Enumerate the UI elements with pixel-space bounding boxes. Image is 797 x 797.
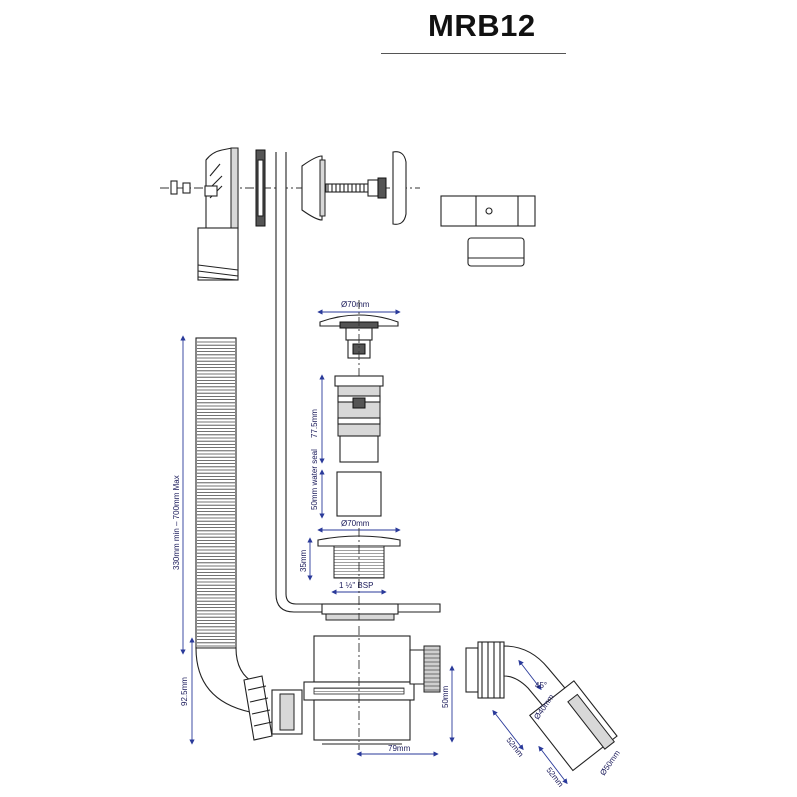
overflow-cover	[301, 151, 407, 225]
dim-trap-height: 92.5mm	[180, 677, 189, 706]
dim-thread: 1 ½" BSP	[339, 581, 373, 590]
dim-outlet-height: 50mm	[441, 685, 450, 708]
dim-angle: 45°	[535, 681, 547, 690]
overflow-gasket	[255, 149, 266, 227]
title-underline	[381, 53, 566, 54]
overflow-body	[197, 147, 239, 281]
dim-outlet-offset: 79mm	[388, 744, 411, 753]
popup-plug-cap: Ø70mm	[317, 300, 401, 378]
dim-outlet-dia: Ø50mm	[598, 748, 622, 777]
overflow-screw-parts	[170, 180, 191, 195]
hose-connector-nut	[243, 675, 303, 741]
dim-elbow-len-a: 52mm	[504, 736, 525, 759]
dim-hose-length: 330mm min – 700mm Max	[172, 475, 181, 570]
spare-plug-housing	[440, 195, 536, 267]
standpipe: 77.5mm	[310, 374, 384, 464]
waste-flange: Ø70mm 35mm 1 ½" BSP	[299, 519, 401, 621]
dim-lower-flange-dia: Ø70mm	[341, 519, 370, 528]
model-title: MRB12	[428, 8, 536, 43]
dim-water-seal: 50mm water seal	[310, 449, 319, 510]
dim-standpipe-height: 77.5mm	[310, 409, 319, 438]
dim-flange-dia: Ø70mm	[341, 300, 370, 309]
overflow-hose: 330mm min – 700mm Max 92.5mm	[172, 335, 263, 745]
trap-body: 50mm 79mm	[303, 626, 455, 757]
dim-waste-height: 35mm	[299, 549, 308, 572]
water-seal-tube: 50mm water seal	[310, 449, 382, 519]
bath-wall	[275, 152, 441, 613]
elbow-outlet: 45° Ø40mm 52mm 52mm Ø50mm	[465, 641, 622, 789]
